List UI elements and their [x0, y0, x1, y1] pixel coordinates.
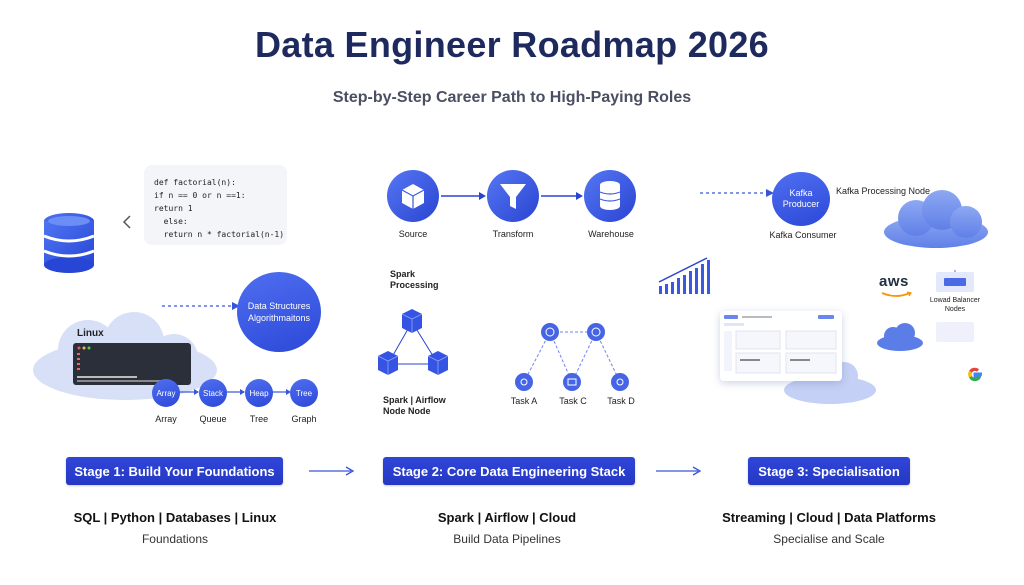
aws-text: aws: [879, 273, 909, 290]
dsa-circle: Data Structures Algorithmaitons: [237, 272, 321, 352]
spark-cluster-graph: [377, 309, 449, 375]
google-icon: [968, 367, 982, 382]
stage-1-skills: SQL | Python | Databases | Linux: [73, 510, 277, 525]
stage-3-banner: Stage 3: Specialisation: [748, 457, 910, 485]
stage-2-caption: Build Data Pipelines: [453, 532, 561, 546]
code-line: return n * factorial(n-1): [154, 230, 285, 239]
ds-node-tree: Tree: [290, 379, 318, 407]
page-title: Data Engineer Roadmap 2026: [255, 24, 769, 65]
aws-smile-icon: [881, 291, 912, 297]
arrow-right-icon: [309, 466, 355, 476]
arrow-right-icon: [656, 466, 702, 476]
stage-2-skills: Spark | Airflow | Cloud: [437, 510, 577, 525]
aws-logo: aws: [879, 273, 909, 290]
kafka-consumer-label: Kafka Consumer: [769, 230, 837, 240]
code-line: def factorial(n):: [154, 178, 236, 187]
stage-1-caption: Foundations: [141, 532, 209, 546]
dashed-arrow: [162, 302, 240, 310]
chevron-left-icon[interactable]: [122, 214, 132, 230]
ds-node-array: Array: [152, 379, 180, 407]
task-a-label: Task A: [510, 396, 538, 406]
pipeline-warehouse-label: Warehouse: [588, 229, 634, 239]
kafka-producer-circle: Kafka Producer: [772, 172, 830, 226]
code-line: if n == 0 or n ==1:: [154, 191, 246, 200]
ds-caption: Queue: [199, 414, 227, 424]
load-balancer-label: Lowad Balancer Nodes: [929, 297, 981, 313]
ds-node-heap: Heap: [245, 379, 273, 407]
ds-node-stack: Stack: [199, 379, 227, 407]
ds-connectors: [180, 389, 291, 395]
pipeline-source-label: Source: [398, 229, 428, 239]
spark-airflow-label: Spark | Airflow Node Node: [383, 395, 446, 416]
airflow-dag: [515, 323, 629, 391]
stage-3-caption: Specialise and Scale: [773, 532, 885, 546]
load-balancer-icon: [936, 270, 974, 342]
pipeline-diagram: [387, 170, 636, 222]
ds-caption: Graph: [291, 414, 317, 424]
code-snippet: def factorial(n): if n == 0 or n ==1: retu…: [144, 165, 287, 245]
linux-label: Linux: [77, 328, 104, 339]
stage-2-banner: Stage 2: Core Data Engineering Stack: [383, 457, 635, 485]
cloud-icon: [884, 190, 988, 248]
terminal-window: [73, 343, 191, 385]
dashed-arrow: [700, 189, 774, 197]
growth-chart-icon: [658, 257, 710, 294]
task-d-label: Task D: [607, 396, 635, 406]
code-line: return 1: [154, 204, 193, 213]
spark-processing-label: Spark Processing: [390, 269, 439, 290]
dashboard-mockup: [720, 311, 842, 381]
pipeline-transform-label: Transform: [492, 229, 534, 239]
database-icon: [43, 213, 95, 273]
task-c-label: Task C: [559, 396, 587, 406]
page-subtitle: Step-by-Step Career Path to High-Paying …: [332, 89, 692, 106]
code-line: else:: [154, 217, 188, 226]
cloud-icon: [877, 323, 923, 351]
ds-caption: Tree: [249, 414, 269, 424]
stage-1-banner: Stage 1: Build Your Foundations: [66, 457, 283, 485]
stage-3-skills: Streaming | Cloud | Data Platforms: [722, 510, 936, 525]
ds-caption: Array: [155, 414, 177, 424]
kafka-processing-node-label: Kafka Processing Node: [836, 186, 931, 196]
